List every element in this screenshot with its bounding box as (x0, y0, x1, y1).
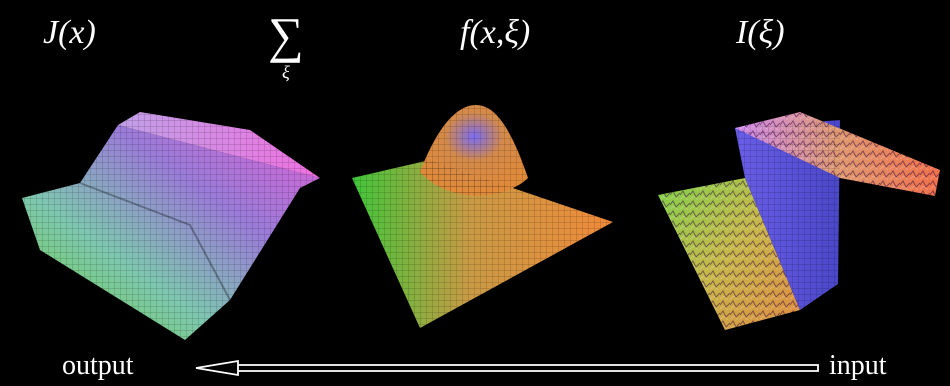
input-surface (658, 112, 940, 330)
kernel-symbol: f(x,ξ) (460, 14, 531, 51)
flow-arrow (195, 359, 819, 377)
input-label: input (829, 350, 887, 381)
input-symbol: I(ξ) (736, 14, 785, 51)
sum-index: ξ (282, 62, 290, 82)
output-surface (22, 112, 320, 340)
output-label: output (62, 350, 134, 381)
sum-symbol: ∑ (268, 7, 304, 63)
kernel-surface (352, 105, 613, 328)
output-symbol: J(x) (43, 14, 96, 51)
